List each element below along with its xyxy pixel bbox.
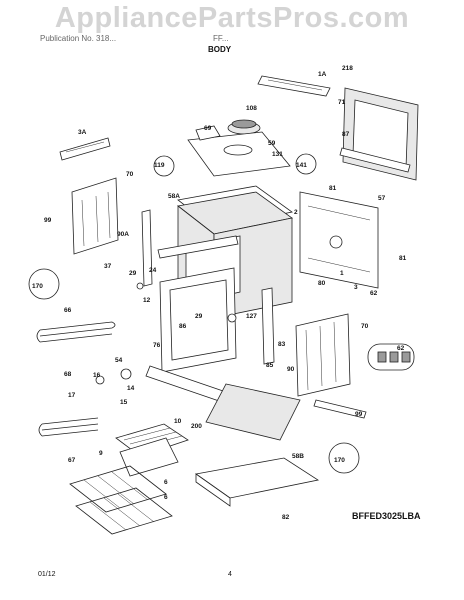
callout-1A: 1A [318, 71, 327, 78]
detail-connector-62 [367, 343, 415, 371]
part-front-trim [59, 137, 111, 161]
callout-82: 82 [282, 514, 290, 521]
callout-14: 14 [127, 385, 135, 392]
part-top-cover [187, 125, 291, 177]
part-rear-panel [299, 191, 379, 289]
part-vent-trim [257, 75, 331, 97]
callout-76: 76 [153, 342, 161, 349]
callout-66: 66 [64, 307, 72, 314]
callout-80: 80 [318, 280, 326, 287]
callout-29a: 29 [129, 270, 137, 277]
callout-16: 16 [93, 372, 101, 379]
callout-29b: 29 [195, 313, 203, 320]
callout-99b: 99 [355, 411, 363, 418]
callout-1: 1 [340, 270, 344, 277]
callout-90: 90 [287, 366, 295, 373]
part-bottom-panel [205, 383, 301, 441]
callout-9: 9 [99, 450, 103, 457]
callout-68: 68 [64, 371, 72, 378]
callout-59: 59 [268, 140, 276, 147]
detail-circle-119 [153, 155, 175, 177]
callout-70a: 70 [126, 171, 134, 178]
callout-218: 218 [342, 65, 353, 72]
part-right-side-panel [295, 313, 351, 397]
part-broiler-pan [115, 423, 189, 477]
callout-58A: 58A [168, 193, 180, 200]
callout-170a: 170 [32, 283, 43, 290]
callout-99a: 99 [44, 217, 52, 224]
callout-69: 69 [204, 125, 212, 132]
part-side-strip [141, 209, 153, 287]
callout-131: 131 [272, 151, 283, 158]
part-base-tray [194, 457, 320, 507]
callout-2: 2 [294, 209, 298, 216]
callout-70b: 70 [361, 323, 369, 330]
section-title: BODY [208, 45, 232, 54]
callout-87: 87 [342, 131, 350, 138]
part-broil-element [36, 321, 116, 343]
part-oven-racks [69, 465, 173, 535]
callout-58B: 58B [292, 453, 304, 460]
callout-17: 17 [68, 392, 76, 399]
part-bake-element [38, 417, 99, 437]
part-kick-panel [145, 365, 227, 403]
part-right-strip [261, 287, 275, 365]
callout-81a: 81 [329, 185, 337, 192]
callout-86: 86 [179, 323, 187, 330]
model-header: FF... [213, 34, 229, 43]
callout-6b: 6 [164, 494, 168, 501]
callout-24: 24 [149, 267, 157, 274]
footer-date: 01/12 [38, 571, 56, 578]
callout-85: 85 [266, 362, 274, 369]
callout-127: 127 [246, 313, 257, 320]
callout-6a: 6 [164, 479, 168, 486]
callout-3: 3 [354, 284, 358, 291]
detail-circle-170-b [328, 442, 360, 474]
callout-10: 10 [174, 418, 182, 425]
callout-119: 119 [154, 162, 165, 169]
diagram-code: BFFED3025LBA [352, 511, 421, 521]
callout-108: 108 [246, 105, 257, 112]
part-socket-16 [95, 375, 105, 385]
part-bracket [339, 147, 411, 173]
callout-12: 12 [143, 297, 151, 304]
callout-54: 54 [115, 357, 123, 364]
part-screw-12 [136, 282, 144, 290]
callout-200: 200 [191, 423, 202, 430]
part-switch-54 [120, 368, 132, 380]
callout-90A: 90A [117, 231, 129, 238]
callout-141: 141 [296, 162, 307, 169]
part-burner [227, 119, 261, 135]
callout-62a: 62 [370, 290, 378, 297]
callout-81b: 81 [399, 255, 407, 262]
detail-circle-141 [295, 153, 317, 175]
callout-67: 67 [68, 457, 76, 464]
callout-62b: 62 [397, 345, 405, 352]
part-front-frame [157, 235, 239, 259]
page-number: 4 [228, 571, 232, 578]
part-sensor-127 [227, 313, 237, 323]
callout-57: 57 [378, 195, 386, 202]
part-door-frame [159, 267, 237, 373]
part-left-side-panel [71, 177, 119, 255]
callout-3A: 3A [78, 129, 87, 136]
callout-15: 15 [120, 399, 128, 406]
part-rail [313, 399, 367, 419]
callout-170b: 170 [334, 457, 345, 464]
callout-71: 71 [338, 99, 346, 106]
callout-37: 37 [104, 263, 112, 270]
detail-circle-170 [28, 268, 60, 300]
callout-83: 83 [278, 341, 286, 348]
publication-header: Publication No. 318... [40, 34, 117, 43]
